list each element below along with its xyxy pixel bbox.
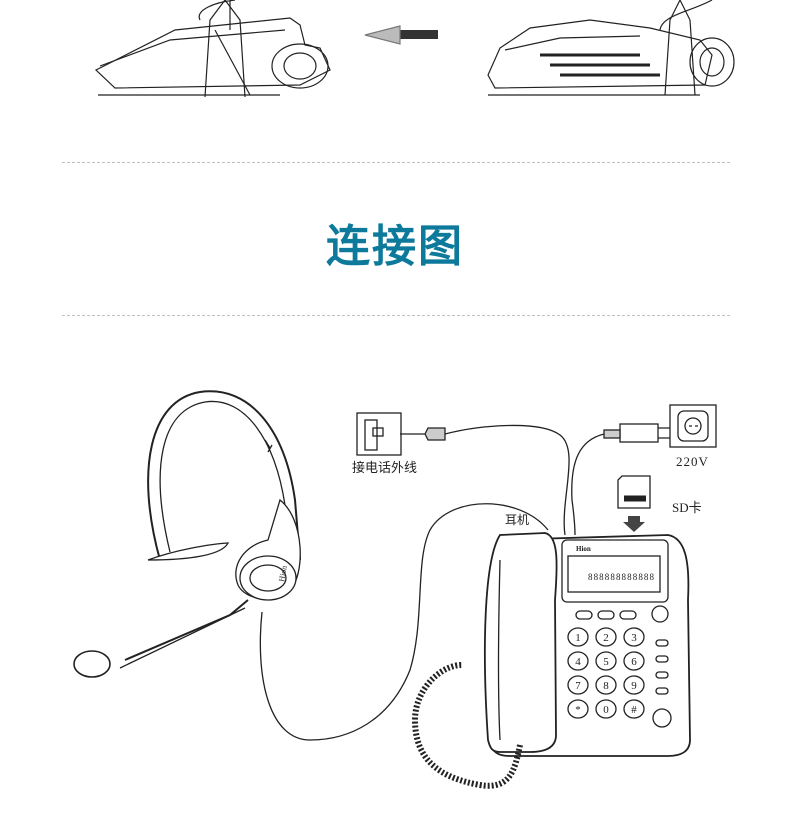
power-outlet-drawing: [571, 404, 717, 536]
keypad-key-2: 2: [595, 627, 617, 647]
keypad-key-label: 9: [631, 680, 637, 692]
right-phone-drawing: [487, 0, 735, 96]
headset-brand: Hion: [277, 565, 289, 582]
headset-drawing: Hion: [73, 390, 549, 741]
keypad-key-*: *: [567, 699, 589, 719]
keypad-key-1: 1: [567, 627, 589, 647]
keypad: 1 2 3 4 5 6 7 8 9 * 0 #: [567, 627, 645, 719]
sd-card-label: SD卡: [672, 500, 702, 515]
wall-jack-drawing: [356, 412, 570, 536]
keypad-key-5: 5: [595, 651, 617, 671]
keypad-key-8: 8: [595, 675, 617, 695]
keypad-key-label: *: [575, 704, 581, 716]
keypad-key-label: 2: [603, 632, 609, 644]
phone-line-label: 接电话外线: [352, 460, 417, 475]
sd-card-drawing: [617, 475, 651, 532]
power-label: 220V: [676, 454, 709, 469]
phone-brand: Hion: [576, 545, 591, 553]
keypad-key-6: 6: [623, 651, 645, 671]
keypad-key-7: 7: [567, 675, 589, 695]
keypad-key-9: 9: [623, 675, 645, 695]
keypad-key-3: 3: [623, 627, 645, 647]
arrow-left: [364, 25, 438, 45]
keypad-key-label: #: [631, 704, 637, 716]
keypad-key-#: #: [623, 699, 645, 719]
keypad-key-label: 8: [603, 680, 609, 692]
left-phone-drawing: [94, 0, 331, 98]
keypad-key-label: 3: [631, 632, 637, 644]
headset-port-label: 耳机: [505, 513, 529, 527]
keypad-key-4: 4: [567, 651, 589, 671]
phone-base-drawing: Hion 888888888888: [411, 532, 691, 789]
keypad-key-label: 5: [603, 656, 609, 668]
keypad-key-label: 4: [575, 656, 581, 668]
keypad-key-label: 6: [631, 656, 637, 668]
keypad-key-label: 7: [575, 680, 581, 692]
keypad-key-label: 1: [575, 632, 581, 644]
keypad-key-label: 0: [603, 704, 609, 716]
connection-diagram: Hion: [73, 390, 717, 789]
section-title: 连接图: [326, 221, 464, 272]
top-divider: [62, 162, 730, 163]
keypad-key-0: 0: [595, 699, 617, 719]
lcd-digits: 888888888888: [588, 572, 655, 582]
bottom-divider: [62, 315, 730, 316]
top-illustration: [94, 0, 735, 98]
